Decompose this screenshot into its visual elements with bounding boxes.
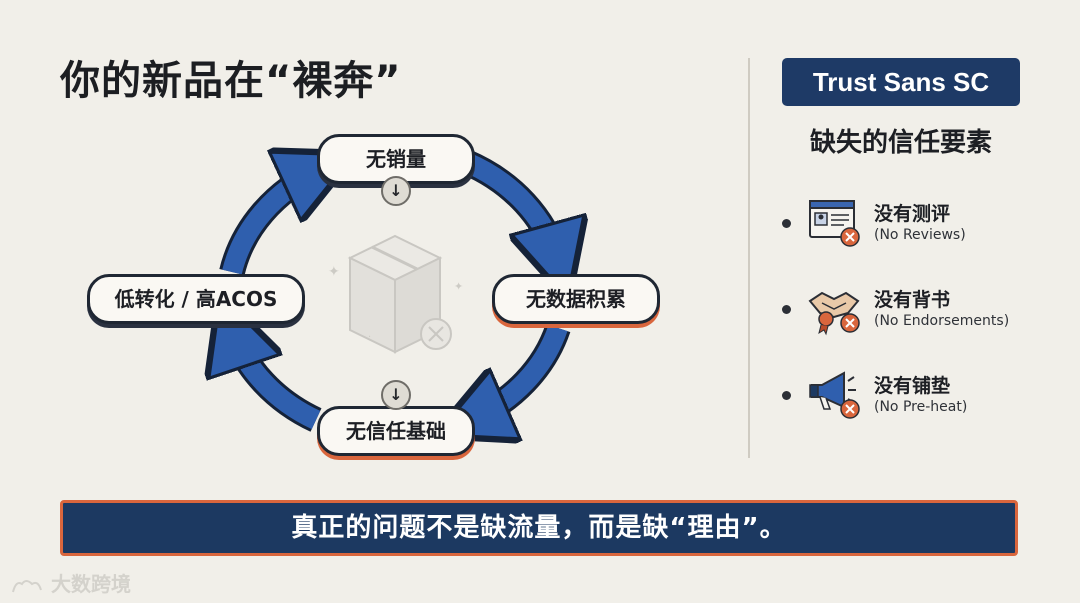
svg-text:✦: ✦ bbox=[328, 264, 340, 280]
handshake-ribbon-icon bbox=[808, 291, 860, 336]
trust-item-label: 没有测评 bbox=[874, 203, 951, 225]
page-title: 你的新品在“裸奔” bbox=[60, 58, 402, 104]
cycle-node-no-sales: 无销量 bbox=[317, 134, 475, 184]
trust-item-sublabel: (No Reviews) bbox=[874, 227, 966, 243]
arrow-down-icon: ↓ bbox=[381, 380, 411, 410]
bullet-dot bbox=[782, 391, 791, 400]
trust-item-sublabel: (No Endorsements) bbox=[874, 313, 1010, 329]
trust-item-label: 没有铺垫 bbox=[874, 375, 951, 397]
panel-heading: 缺失的信任要素 bbox=[809, 128, 992, 158]
trust-item-endorsements: 没有背书 (No Endorsements) bbox=[782, 281, 1052, 341]
megaphone-icon bbox=[809, 371, 860, 419]
svg-text:·: · bbox=[368, 332, 371, 343]
cycle-node-no-trust: 无信任基础 bbox=[317, 406, 475, 456]
watermark: 大数跨境 bbox=[10, 568, 131, 597]
review-card-icon bbox=[809, 200, 860, 247]
bullet-dot bbox=[782, 305, 791, 314]
watermark-text: 大数跨境 bbox=[50, 572, 131, 596]
svg-text:✦: ✦ bbox=[454, 280, 463, 293]
bullet-dot bbox=[782, 219, 791, 228]
vertical-divider bbox=[748, 58, 750, 458]
cycle-node-no-data: 无数据积累 bbox=[492, 274, 660, 324]
trust-item-label: 没有背书 bbox=[874, 289, 951, 311]
trust-item-sublabel: (No Pre-heat) bbox=[874, 399, 968, 415]
watermark-logo-icon bbox=[12, 579, 42, 592]
box-with-x-icon bbox=[347, 234, 452, 354]
trust-item-preheat: 没有铺垫 (No Pre-heat) bbox=[782, 367, 1052, 427]
cycle-node-low-conversion: 低转化 / 高ACOS bbox=[87, 274, 305, 324]
brand-label: Trust Sans SC bbox=[782, 58, 1020, 106]
conclusion-banner: 真正的问题不是缺流量，而是缺“理由”。 bbox=[60, 500, 1018, 556]
trust-item-reviews: 没有测评 (No Reviews) bbox=[782, 195, 1052, 255]
arrow-down-icon: ↓ bbox=[381, 176, 411, 206]
